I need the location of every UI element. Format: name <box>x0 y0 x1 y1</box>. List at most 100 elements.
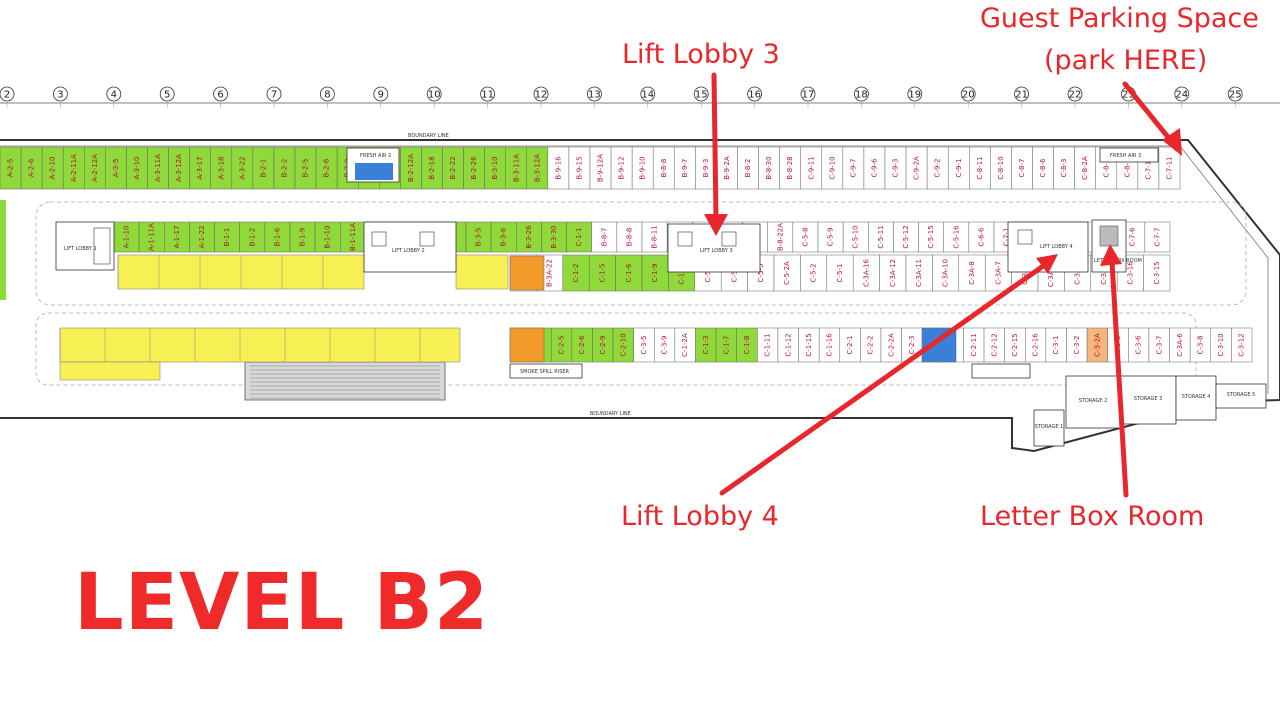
parking-bay: A-1-17 <box>164 221 190 253</box>
storage-label: STORAGE 3 <box>1134 396 1163 402</box>
bay-label: A-2-12A <box>91 154 99 182</box>
parking-bay: B-2-26 <box>463 146 485 190</box>
bay-label: C-1-12 <box>784 333 792 356</box>
svg-text:FRESH AIR 3: FRESH AIR 3 <box>1110 153 1141 159</box>
grid-line-6: 6 <box>213 86 229 108</box>
grid-label: 6 <box>217 90 223 101</box>
bay-label: C-3A-3 <box>1021 261 1029 284</box>
parking-bay: B-8-8 <box>616 221 643 253</box>
orange-bay <box>509 255 545 291</box>
yellow-bay-block <box>455 254 509 290</box>
parking-bay: C-3A-12 <box>879 254 907 292</box>
parking-bay: C-5-11 <box>868 221 894 253</box>
bay-label: C-8-6 <box>1039 158 1047 177</box>
bay-label: A-2-5 <box>7 159 15 178</box>
storage-room: STORAGE 2 <box>1065 375 1121 429</box>
bay-label: C-9-7 <box>849 159 857 178</box>
parking-bay: B-8-22A <box>767 221 794 253</box>
bay-label: B-2-22 <box>449 156 457 179</box>
parking-bay: C-6-6 <box>968 221 995 253</box>
parking-bay: B-2-5 <box>294 146 317 190</box>
bay-label: B-8-7 <box>600 228 608 247</box>
bay-label: C-1-16 <box>825 333 833 357</box>
parking-bay: C-9-10 <box>821 146 844 190</box>
storage-label: STORAGE 4 <box>1182 394 1211 400</box>
parking-bay: C-8-10 <box>990 146 1012 190</box>
bay-label: B-3-11A <box>512 154 520 182</box>
bay-label: A-1-10 <box>123 225 131 248</box>
svg-text:FRESH AIR 2: FRESH AIR 2 <box>360 153 391 159</box>
parking-bay: B-2-1 <box>252 146 275 190</box>
bay-label: A-3-5 <box>112 159 120 178</box>
bay-label: B-3A-22 <box>546 259 554 287</box>
parking-bay: C-3-2 <box>1066 327 1088 363</box>
bay-label: B-1-9 <box>299 228 307 247</box>
bay-label: C-2-15 <box>1011 333 1019 356</box>
parking-bay: C-8-3 <box>1053 146 1075 190</box>
parking-bay: B-9-2A <box>716 146 738 190</box>
bay-label: C-7-6 <box>1128 227 1136 246</box>
parking-bay: C-1-11 <box>757 327 779 363</box>
grid-line-10: 10 <box>426 86 442 108</box>
bay-label: A-3-12A <box>175 154 183 182</box>
boundary-label-top: BOUNDARY LINE <box>408 133 449 139</box>
bay-label: C-3A-8 <box>968 261 976 284</box>
parking-bay: B-2-2 <box>273 146 296 190</box>
parking-bay: C-2-15 <box>1004 327 1026 363</box>
grid-line-25: 25 <box>1227 86 1243 108</box>
parking-bay: A-2-11A <box>62 146 85 190</box>
bay-label: C-1-6 <box>625 263 633 282</box>
grid-line-4: 4 <box>106 86 122 108</box>
grid-label: 19 <box>908 90 921 101</box>
bay-label: B-8-28 <box>786 156 794 179</box>
bay-label: C-5-7 <box>704 264 712 283</box>
callout-guest-parking-line1: Guest Parking Space <box>980 3 1259 34</box>
parking-bay: C-2-1 <box>839 327 861 363</box>
parking-bay: A-1-10 <box>113 221 140 253</box>
bay-label: C-5-2 <box>810 264 818 283</box>
bay-label: C-8-10 <box>997 156 1005 179</box>
parking-bay: C-2-11 <box>963 327 985 363</box>
bay-label: B-9-3 <box>702 159 710 178</box>
parking-bay: B-3-30 <box>541 221 567 253</box>
bay-label: C-3A-7 <box>994 261 1002 284</box>
bay-label: A-2-10 <box>49 156 57 179</box>
parking-bay: C-1-7 <box>715 327 737 363</box>
bay-label: C-8-1 <box>1123 159 1131 178</box>
bay-label: C-3-12 <box>1238 333 1246 356</box>
parking-bay: C-2-12 <box>983 327 1005 363</box>
bay-label: C-2-16 <box>1032 333 1040 357</box>
bay-label: C-2-9 <box>599 336 607 355</box>
grid-label: 9 <box>378 90 384 101</box>
parking-bay: B-9-15 <box>568 146 591 190</box>
bay-label: C-1-11 <box>764 333 772 356</box>
parking-bay: C-5-2A <box>773 254 801 292</box>
parking-bay: B-9-10 <box>631 146 654 190</box>
parking-bay: C-1-2 <box>562 254 590 292</box>
bay-label: C-3A-2 <box>1074 261 1082 284</box>
yellow-bay-block <box>59 327 461 363</box>
parking-bay: C-3-6 <box>1128 327 1150 363</box>
parking-bay: A-3-17 <box>189 146 211 190</box>
bay-label: C-7-10 <box>1144 156 1152 179</box>
bay-label: A-3-17 <box>196 156 204 179</box>
grid-label: 3 <box>57 90 63 101</box>
grid-line-8: 8 <box>319 86 335 108</box>
bay-label: C-3-7 <box>1155 336 1163 355</box>
bay-label: C-5-16 <box>952 225 960 249</box>
parking-bay: C-3-10 <box>1210 327 1232 363</box>
bay-label: C-3A-1 <box>1100 261 1108 284</box>
bay-label: B-8-2 <box>744 159 752 178</box>
bay-label: C-9-3 <box>892 159 900 178</box>
bay-label: B-9-16 <box>554 156 562 180</box>
parking-bay: B-1-6 <box>264 221 291 253</box>
parking-bay: C-3A-6 <box>1169 327 1191 363</box>
lift-lobby-1: LIFT LOBBY 1 <box>55 221 115 271</box>
parking-bay: C-1-15 <box>798 327 820 363</box>
bay-label: C-2-12 <box>990 333 998 356</box>
bay-label: C-1-5 <box>598 264 606 283</box>
parking-bay: C-3A-8 <box>958 254 986 292</box>
bay-label: A-3-22 <box>238 156 246 179</box>
bay-label: B-9-10 <box>639 156 647 179</box>
bay-label: B-1-2 <box>248 228 256 247</box>
